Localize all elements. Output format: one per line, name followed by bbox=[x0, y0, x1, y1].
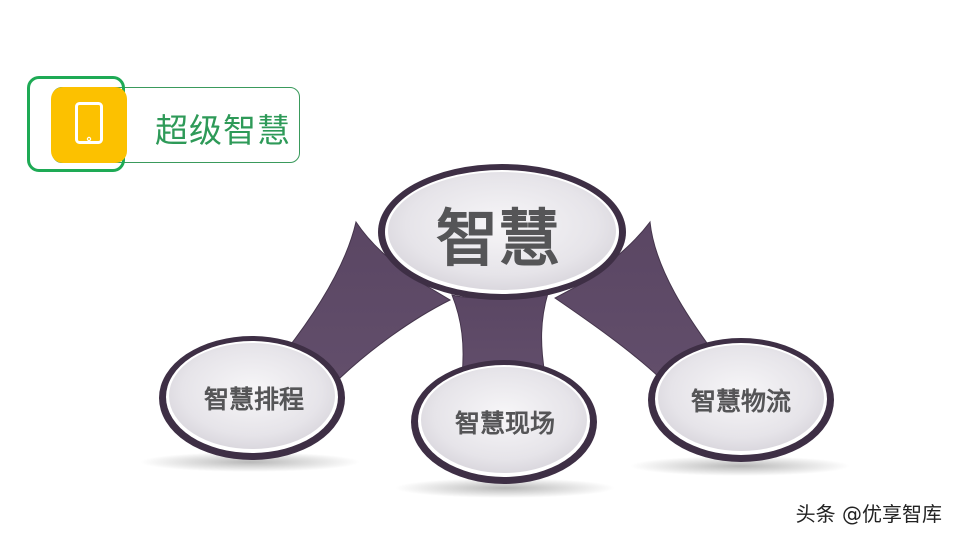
mobile-phone-icon bbox=[74, 101, 104, 149]
branch-node-center bbox=[411, 360, 597, 484]
branch-label-logistics: 智慧物流 bbox=[690, 387, 792, 416]
center-node-label: 智慧 bbox=[435, 202, 561, 275]
branch-node-right bbox=[648, 338, 834, 462]
branch-label-onsite: 智慧现场 bbox=[454, 409, 556, 438]
shadow-left bbox=[140, 452, 360, 472]
branch-node-left bbox=[159, 336, 345, 460]
page-title: 超级智慧 bbox=[155, 111, 291, 150]
center-node bbox=[378, 164, 626, 300]
shadow-center bbox=[395, 478, 615, 498]
shadow-right bbox=[630, 456, 850, 476]
title-icon-tile bbox=[51, 87, 127, 163]
branch-label-scheduling: 智慧排程 bbox=[203, 385, 305, 414]
watermark: 头条 @优享智库 bbox=[795, 502, 942, 526]
